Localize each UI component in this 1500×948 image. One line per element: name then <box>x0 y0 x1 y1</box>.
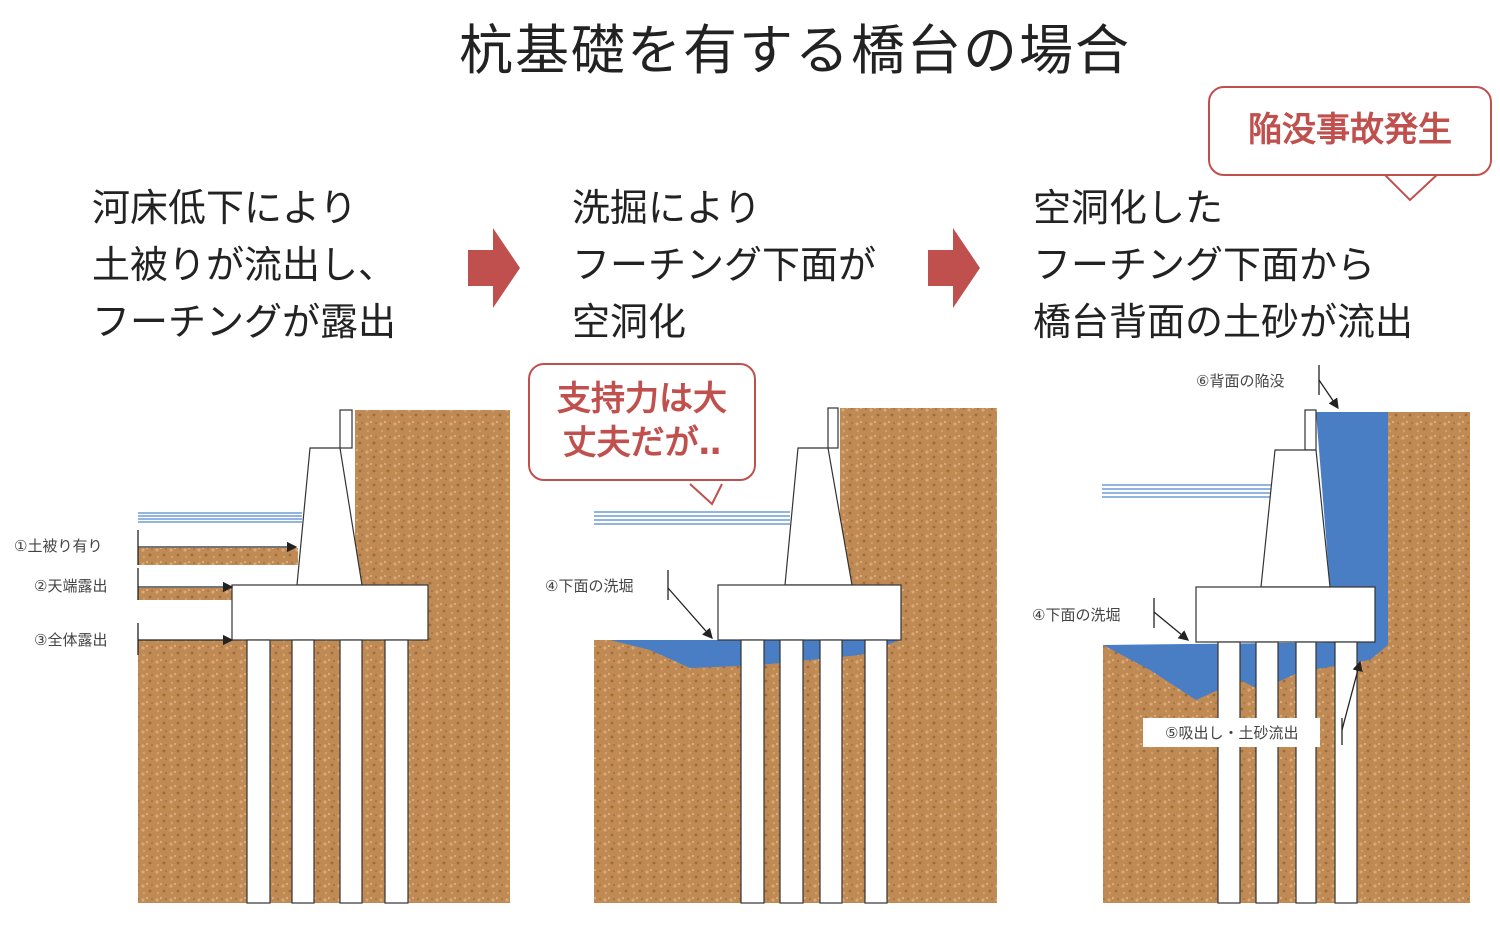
step-line: 橋台背面の土砂が流出 <box>1033 300 1414 344</box>
label-top-exposed: ②天端露出 <box>34 575 108 596</box>
step-1-text: 河床低下により 土被りが流出し、 フーチングが露出 <box>92 180 396 351</box>
panel-1-diagram <box>137 409 510 904</box>
callout-collapse: 陥没事故発生 <box>1208 86 1492 176</box>
label-subsidence: ⑥背面の陥没 <box>1196 370 1285 391</box>
step-line: 空洞化 <box>572 300 687 344</box>
step-line: 洗掘により <box>572 186 762 230</box>
callout-line: 支持力は大 <box>557 379 727 419</box>
step-line: フーチングが露出 <box>92 300 397 344</box>
label-soil-outflow: ⑤吸出し・土砂流出 <box>1143 718 1321 747</box>
callout-support-ok: 支持力は大 丈夫だが‥ <box>528 363 756 481</box>
step-2-text: 洗掘により フーチング下面が 空洞化 <box>572 180 876 351</box>
step-line: 土被りが流出し、 <box>92 243 397 287</box>
step-3-text: 空洞化した フーチング下面から 橋台背面の土砂が流出 <box>1033 180 1413 351</box>
step-line: フーチング下面から <box>1033 243 1376 287</box>
page-title: 杭基礎を有する橋台の場合 <box>459 19 1131 82</box>
panel-3-diagram <box>1102 171 1470 904</box>
step-line: 空洞化した <box>1033 186 1224 230</box>
arrow-right-icon <box>468 228 520 308</box>
label-scour: ④下面の洗堀 <box>1032 604 1121 625</box>
label-cover-soil: ①土被り有り <box>14 535 103 556</box>
panel-2-diagram <box>594 407 997 904</box>
callout-line: 丈夫だが‥ <box>562 423 722 463</box>
step-line: フーチング下面が <box>572 243 877 287</box>
arrow-right-icon <box>928 228 980 308</box>
label-scour: ④下面の洗堀 <box>545 575 634 596</box>
step-line: 河床低下により <box>92 186 358 230</box>
label-fully-exposed: ③全体露出 <box>34 629 108 650</box>
